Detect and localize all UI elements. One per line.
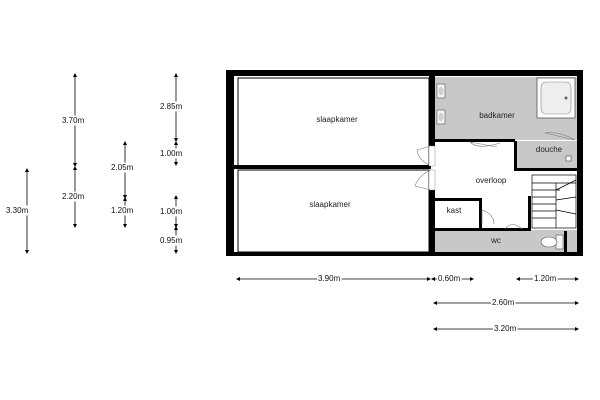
dim-label-bg: [317, 273, 342, 284]
dim-label: 1.20m: [111, 206, 134, 215]
dim-label-bg: [61, 191, 86, 202]
dim-label: 0.95m: [160, 236, 183, 245]
wall-closet-top: [435, 198, 481, 201]
dim-label-bg: [159, 148, 184, 159]
dim-label: 1.20m: [534, 274, 557, 283]
plan-outline: slaapkamer slaapkamer badkamer douche ov…: [226, 70, 583, 256]
dim-label-bg: [437, 273, 462, 284]
dim-label: 2.60m: [492, 298, 515, 307]
horizontal-dimensions: 3.90m 0.60m 1.20m 2.60m 3.20m: [236, 273, 579, 334]
dim-label: 2.20m: [62, 192, 85, 201]
bedroom-bottom-room: [237, 169, 430, 253]
shower-drain-icon: [565, 155, 572, 162]
toilet-icon: [540, 234, 564, 250]
dim-label: 3.20m: [494, 324, 517, 333]
room-label-closet: kast: [447, 206, 462, 215]
dim-label-bg: [5, 205, 30, 216]
room-label-shower: douche: [536, 145, 563, 154]
room-label-bedroom-bottom: slaapkamer: [309, 200, 351, 209]
door-bedroom-top: [416, 145, 436, 167]
dim-label-bg: [533, 273, 558, 284]
door-wc: [504, 224, 523, 230]
dim-label-bg: [493, 323, 518, 334]
wall-wc-right: [564, 231, 567, 252]
dim-label: 3.70m: [62, 116, 85, 125]
wall-bath-landing: [435, 139, 515, 142]
sink-icon: [436, 109, 446, 125]
wall-closet-right: [479, 198, 482, 230]
wall-shower-left: [514, 141, 517, 170]
vertical-dimensions: 3.30m 3.70m 2.20m 2.05m 1.20m 2.85m 1.00…: [5, 73, 184, 254]
door-shower: [544, 132, 576, 141]
wall-bedrooms-divider: [234, 165, 431, 169]
room-label-bedroom-top: slaapkamer: [316, 115, 358, 124]
dim-label: 3.90m: [318, 274, 341, 283]
door-closet: [481, 209, 495, 225]
dim-label: 2.05m: [111, 163, 134, 172]
wall-bedroom-landing-bottom: [429, 190, 435, 252]
wall-stair-left: [528, 196, 531, 231]
dim-label-bg: [110, 162, 135, 173]
wall-landing-wc: [435, 228, 530, 231]
dim-label-bg: [159, 101, 184, 112]
door-bedroom-bottom: [414, 169, 436, 191]
dim-label: 0.60m: [438, 274, 461, 283]
dim-label: 3.30m: [6, 206, 29, 215]
bathtub: [536, 77, 576, 119]
room-label-bathroom: badkamer: [479, 111, 515, 120]
dim-label-bg: [61, 115, 86, 126]
shower-room: [516, 141, 577, 169]
dim-label-bg: [159, 206, 184, 217]
toilet-room: [435, 230, 566, 252]
dim-label: 2.85m: [160, 102, 183, 111]
dim-label-bg: [110, 205, 135, 216]
dim-label-bg: [491, 297, 516, 308]
wall-shower-bottom: [514, 168, 577, 171]
wall-bedroom-landing-top: [429, 76, 435, 146]
dim-label: 1.00m: [160, 207, 183, 216]
room-label-landing: overloop: [476, 176, 507, 185]
dim-label-bg: [159, 235, 184, 246]
toilet-stair-ext: [566, 230, 577, 252]
sink-icon: [436, 83, 446, 99]
staircase: [531, 174, 577, 229]
room-label-toilet: wc: [490, 236, 501, 245]
dim-label: 1.00m: [160, 149, 183, 158]
door-bathroom: [469, 141, 501, 148]
bedroom-top-room: [237, 77, 430, 167]
